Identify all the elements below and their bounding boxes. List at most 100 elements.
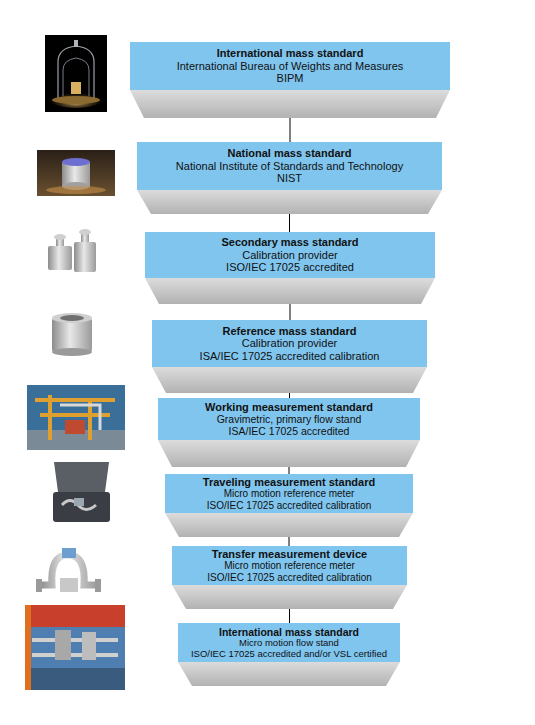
photo-detail (71, 82, 81, 94)
connector-line (290, 304, 291, 320)
box-text-area: International mass standardInternational… (130, 42, 450, 90)
photo-detail (62, 158, 90, 166)
box-detail: NIST (277, 172, 302, 185)
box-text-area: Traveling measurement standardMicro moti… (165, 474, 413, 513)
photo-detail (52, 318, 92, 352)
photo-detail (52, 348, 92, 356)
hierarchy-box: International mass standardMicro motion … (178, 623, 400, 686)
photo-detail (74, 498, 84, 506)
photo-detail (54, 462, 109, 492)
photo-detail (52, 96, 100, 104)
photo-detail (45, 228, 100, 276)
box-bevel (130, 90, 450, 118)
photo-detail (32, 545, 105, 605)
photo-flow-stand (27, 385, 125, 450)
box-heading: Reference mass standard (223, 325, 357, 338)
box-face (145, 232, 435, 278)
box-heading: International mass standard (219, 626, 359, 638)
box-heading: Working measurement standard (205, 401, 373, 414)
photo-detail (74, 40, 78, 47)
box-bevel (172, 585, 407, 609)
photo-national-kilogram (37, 150, 115, 196)
box-face (158, 398, 420, 440)
photo-prototype-kilogram (45, 35, 107, 112)
box-bevel (145, 278, 435, 304)
photo-coriolis-meter (32, 545, 105, 605)
box-detail: Gravimetric, primary flow stand (217, 413, 362, 425)
box-bevel (158, 440, 420, 467)
box-heading: International mass standard (217, 47, 364, 60)
photo-detail (60, 578, 78, 592)
photo-detail (65, 420, 85, 434)
photo-detail (62, 548, 76, 558)
box-text-area: Secondary mass standardCalibration provi… (145, 232, 435, 278)
photo-detail (25, 668, 125, 690)
photo-detail (25, 605, 125, 690)
photo-flow-stand-room (25, 605, 125, 690)
hierarchy-box: Secondary mass standardCalibration provi… (145, 232, 435, 304)
box-face (178, 623, 400, 662)
photo-detail (54, 234, 66, 240)
photo-detail (32, 640, 118, 655)
box-detail: ISA/IEC 17025 accredited calibration (200, 350, 380, 363)
box-heading: National mass standard (227, 147, 351, 160)
box-text-area: Transfer measurement deviceMicro motion … (172, 546, 407, 585)
box-heading: Traveling measurement standard (203, 476, 375, 489)
hierarchy-box: Reference mass standardCalibration provi… (152, 320, 427, 393)
box-face (172, 546, 407, 585)
photo-detail (36, 579, 42, 592)
box-bevel (178, 662, 400, 686)
connector-line (289, 214, 290, 232)
box-text-area: Working measurement standardGravimetric,… (158, 398, 420, 440)
photo-detail (46, 186, 106, 194)
box-bevel (152, 367, 427, 393)
photo-detail (95, 579, 101, 592)
box-detail: ISA/IEC 17025 accredited (229, 425, 350, 437)
box-detail: BIPM (277, 72, 304, 85)
connector-line (289, 537, 290, 546)
photo-detail (50, 460, 113, 525)
hierarchy-box: International mass standardInternational… (130, 42, 450, 118)
box-heading: Transfer measurement device (212, 548, 367, 561)
box-detail: Calibration provider (242, 337, 337, 350)
box-face (152, 320, 427, 367)
photo-detail (63, 58, 89, 96)
photo-detail (79, 229, 91, 235)
photo-detail (25, 605, 31, 690)
box-detail: ISO/IEC 17025 accredited (226, 261, 354, 274)
photo-detail (35, 395, 115, 440)
hierarchy-box: National mass standardNational Institute… (137, 142, 442, 214)
hierarchy-box: Traveling measurement standardMicro moti… (165, 474, 413, 537)
photo-detail (52, 313, 92, 323)
box-heading: Secondary mass standard (222, 236, 359, 249)
box-detail: ISO/IEC 17025 accredited and/or VSL cert… (191, 649, 387, 660)
box-face (165, 474, 413, 513)
connector-line (289, 393, 290, 398)
photo-detail (37, 150, 115, 196)
box-detail: Micro motion reference meter (224, 488, 355, 500)
box-face (137, 142, 442, 190)
photo-detail (55, 630, 71, 660)
photo-detail (82, 632, 96, 660)
box-detail: National Institute of Standards and Tech… (176, 160, 403, 173)
photo-reference-weight (52, 313, 92, 356)
photo-detail (74, 242, 96, 272)
box-text-area: Reference mass standardCalibration provi… (152, 320, 427, 367)
photo-detail (45, 35, 107, 112)
box-detail: Calibration provider (242, 249, 337, 262)
box-detail: Micro motion flow stand (239, 638, 339, 649)
box-detail: Micro motion reference meter (224, 560, 355, 572)
box-detail: ISO/IEC 17025 accredited calibration (207, 500, 372, 512)
hierarchy-box: Working measurement standardGravimetric,… (158, 398, 420, 467)
hierarchy-box: Transfer measurement deviceMicro motion … (172, 546, 407, 609)
photo-detail (27, 385, 125, 450)
box-bevel (165, 513, 413, 537)
box-text-area: International mass standardMicro motion … (178, 623, 400, 662)
photo-detail (53, 492, 110, 522)
photo-secondary-weights (45, 228, 100, 276)
box-detail: ISO/IEC 17025 accredited calibration (207, 572, 372, 584)
box-detail: International Bureau of Weights and Meas… (177, 60, 404, 73)
box-bevel (137, 190, 442, 214)
photo-detail (60, 315, 84, 321)
